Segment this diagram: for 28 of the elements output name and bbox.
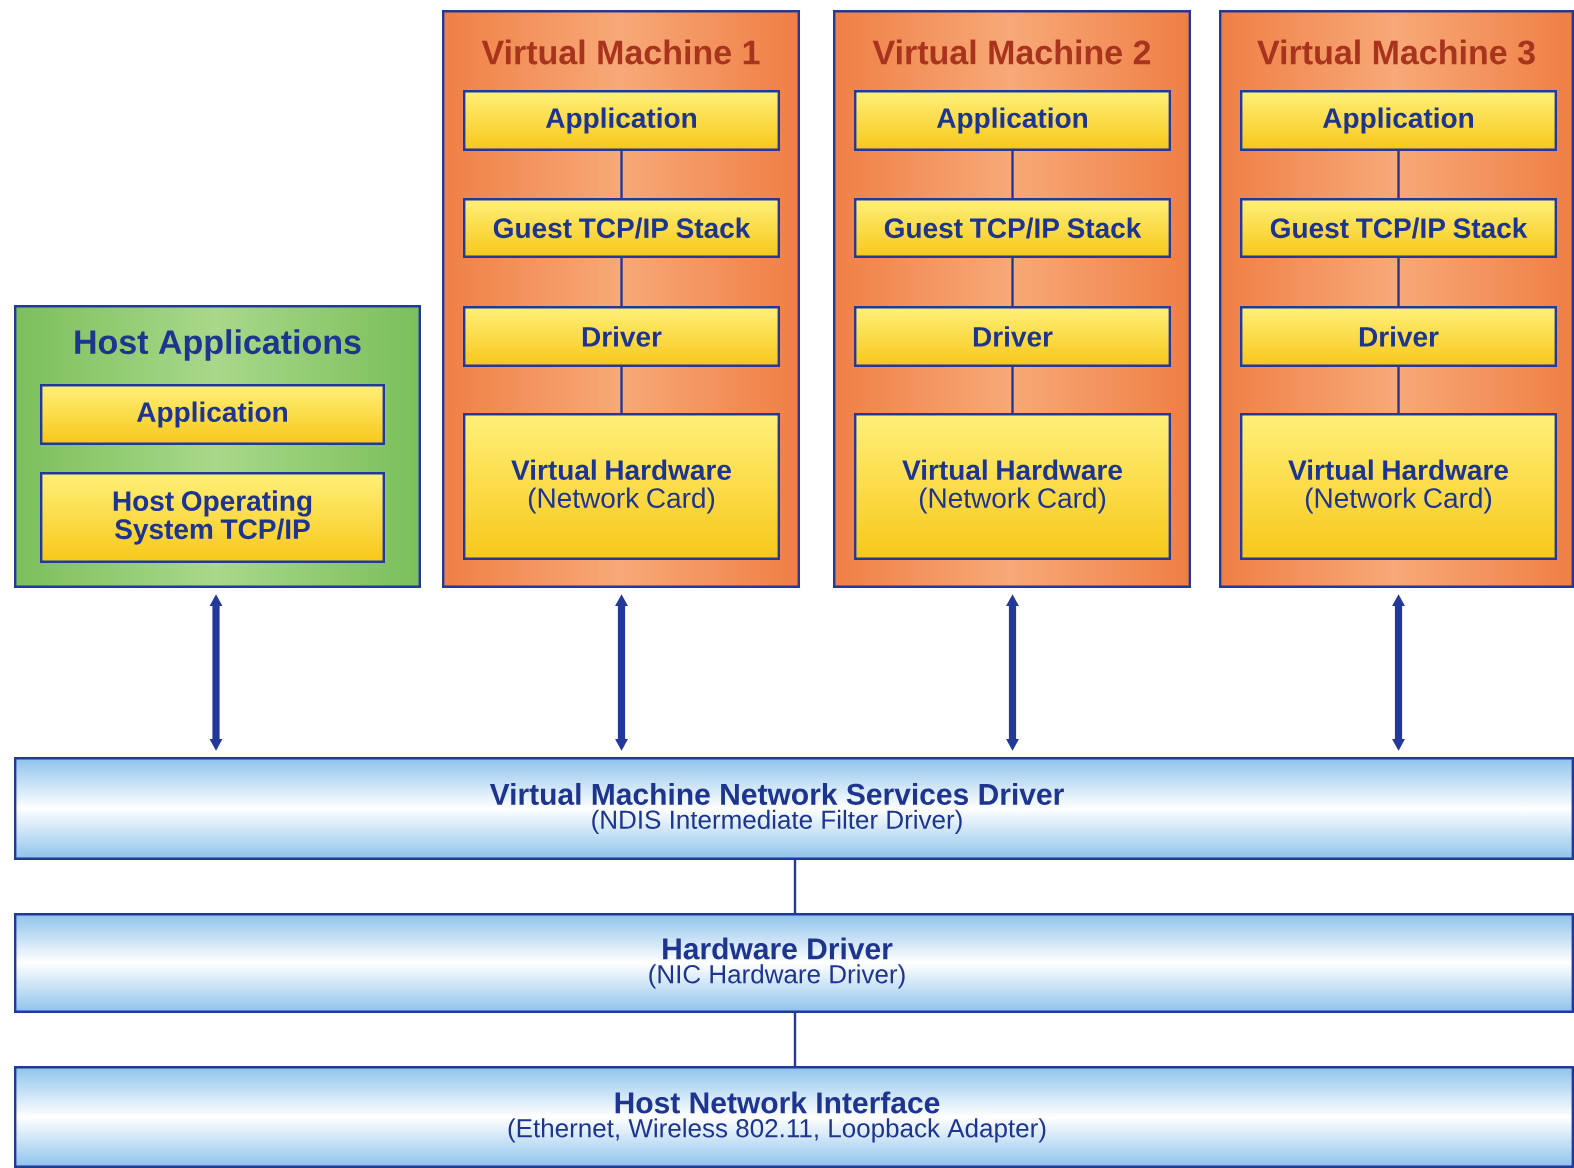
connector-line [793,1013,797,1066]
layer-box: Application [463,90,780,151]
connector-line [1397,151,1400,198]
layer-box: Application [40,384,385,445]
connector-line [620,151,623,198]
layer-box: Driver [1240,306,1557,367]
connector-line [1011,258,1014,306]
layer-band: Virtual Machine Network Services Driver (NDIS Intermediate Filter Driver) [14,757,1574,861]
layer-box: Guest TCP/IP Stack [854,198,1171,258]
layer-band: Host Network Interface (Ethernet, Wireless 802.11, Loopback Adapter) [14,1066,1574,1168]
layer-box: Virtual Hardware (Network Card) [463,413,780,560]
connector-line [793,860,797,913]
layer-box: Application [1240,90,1557,151]
connector-line [620,258,623,306]
layer-box: Application [854,90,1171,151]
connector-line [620,367,623,413]
connector-line [1011,151,1014,198]
connector-line [1397,367,1400,413]
layer-box: Driver [854,306,1171,367]
layer-box: Driver [463,306,780,367]
layer-box: Virtual Hardware (Network Card) [1240,413,1557,560]
connector-line [1011,367,1014,413]
connector-line [1397,258,1400,306]
layer-box: Guest TCP/IP Stack [463,198,780,258]
layer-box: Guest TCP/IP Stack [1240,198,1557,258]
layer-box: Virtual Hardware (Network Card) [854,413,1171,560]
layer-band: Hardware Driver (NIC Hardware Driver) [14,913,1574,1014]
layer-box: Host Operating System TCP/IP [40,472,385,563]
